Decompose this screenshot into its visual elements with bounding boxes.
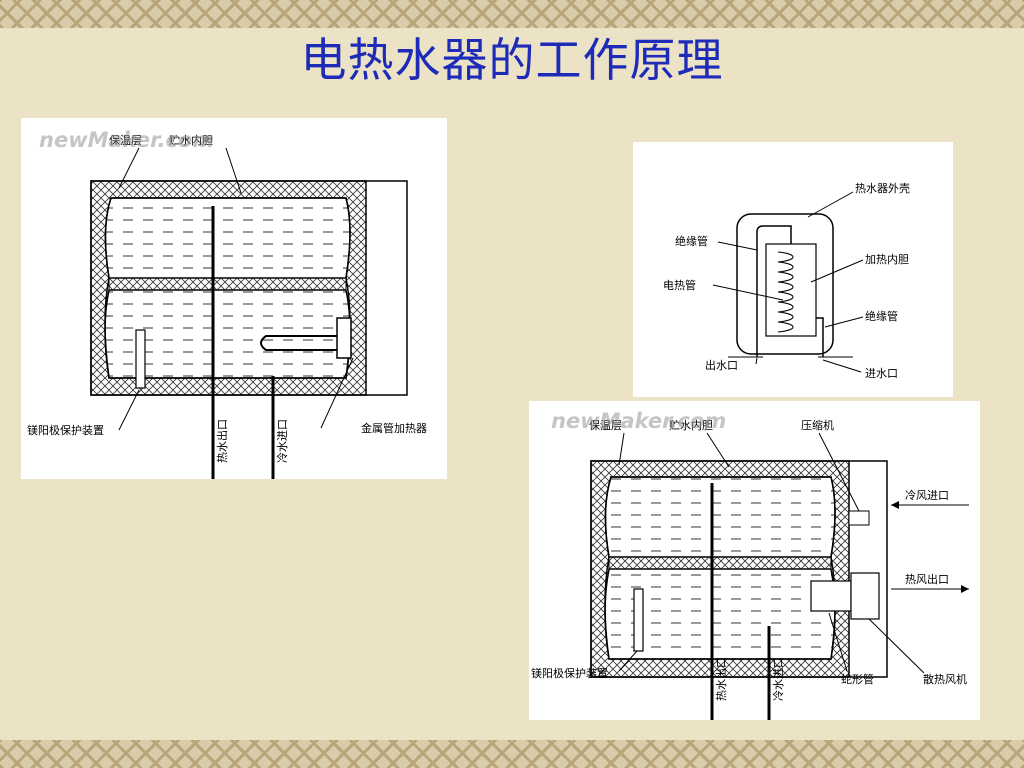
diagram2-drawing: 热水器外壳 绝缘管 加热内胆 电热管 绝缘管 出水口 进水口 [663,181,910,380]
hot-air-arrowhead [961,585,969,593]
insulating-tube-left [756,225,792,357]
diagram-electric-water-heater: 保温层 贮水内胆 镁阳极保护装置 热水出口 冷水进口 金属管加热器 newMak… [21,118,447,479]
leader-anode [118,389,140,431]
label-hot-outlet: 热水出口 [215,419,229,463]
leader-coil [828,612,848,672]
label-heating-tube: 电热管 [663,278,696,292]
diagram3-drawing: 保温层 贮水内胆 压缩机 冷风进口 热风出口 镁阳极保护装置 热水出口 冷水进口… [531,418,969,720]
watermark: newMaker.com [39,128,215,152]
label-anode: 镁阳极保护装置 [27,423,104,437]
leader-shell [807,191,854,218]
heating-coil [777,251,794,333]
heater-shell [736,213,834,355]
cold-air-arrowhead [891,501,899,509]
leader-anode [618,650,638,672]
label-shell: 热水器外壳 [855,181,910,195]
label-tank: 贮水内胆 [669,418,713,432]
label-fan: 散热风机 [923,672,967,686]
heater-flange [336,317,352,359]
label-anode: 镁阳极保护装置 [531,666,608,680]
diagram1-drawing: 保温层 贮水内胆 镁阳极保护装置 热水出口 冷水进口 金属管加热器 [27,133,427,479]
tank-upper [104,197,351,279]
label-insulation: 保温层 [589,418,622,432]
leader-left-tube [717,241,758,251]
top-decorative-band [0,0,1024,28]
heating-tank [765,243,817,337]
leader-inlet [822,359,862,373]
label-cold-inlet: 冷水进口 [772,657,785,701]
label-heating-tank: 加热内胆 [865,252,909,266]
bottom-decorative-band [0,740,1024,768]
leader-heating-tube [712,284,784,301]
leader-compressor [818,432,860,512]
label-heater: 金属管加热器 [361,421,427,435]
diagram-heat-pump-water-heater: 保温层 贮水内胆 压缩机 冷风进口 热风出口 镁阳极保护装置 热水出口 冷水进口… [529,401,980,720]
label-cold-inlet: 冷水进口 [276,419,289,463]
leader-right-tube [824,316,864,328]
slide-title: 电热水器的工作原理 [300,33,724,87]
label-insulating-tube-left: 绝缘管 [675,234,708,248]
watermark: newMaker.com [551,409,727,433]
tank-divider [108,277,347,291]
label-water-inlet: 进水口 [865,367,898,380]
leader-outlet [755,357,758,365]
leader-fan [868,618,925,674]
leader-tank [225,147,242,194]
leader-tank [706,432,730,468]
label-insulating-tube-right: 绝缘管 [865,309,898,323]
leader-heater [320,357,354,429]
coil-housing [810,580,852,612]
label-coil: 蛇形管 [841,672,874,686]
anode-rod [633,588,644,652]
anode-rod [135,329,146,389]
leader-insulation [118,147,140,189]
heater-element [260,335,351,351]
label-hot-outlet: 热水出口 [714,657,728,701]
insulating-tube-right [816,317,824,357]
label-cold-air-in: 冷风进口 [905,489,949,502]
label-water-outlet: 出水口 [705,358,738,372]
label-hot-air-out: 热风出口 [905,572,949,586]
leader-insulation [618,432,625,466]
fan-housing [850,572,880,620]
tank-divider [608,556,832,570]
tank-lower [104,289,351,379]
compressor-box [848,510,870,526]
tank-upper [604,476,836,558]
label-compressor: 压缩机 [801,418,834,432]
label-insulation: 保温层 [109,133,142,147]
label-tank: 贮水内胆 [169,133,213,147]
leader-heating-tank [810,259,864,283]
diagram-heater-schematic: 热水器外壳 绝缘管 加热内胆 电热管 绝缘管 出水口 进水口 [633,142,953,397]
